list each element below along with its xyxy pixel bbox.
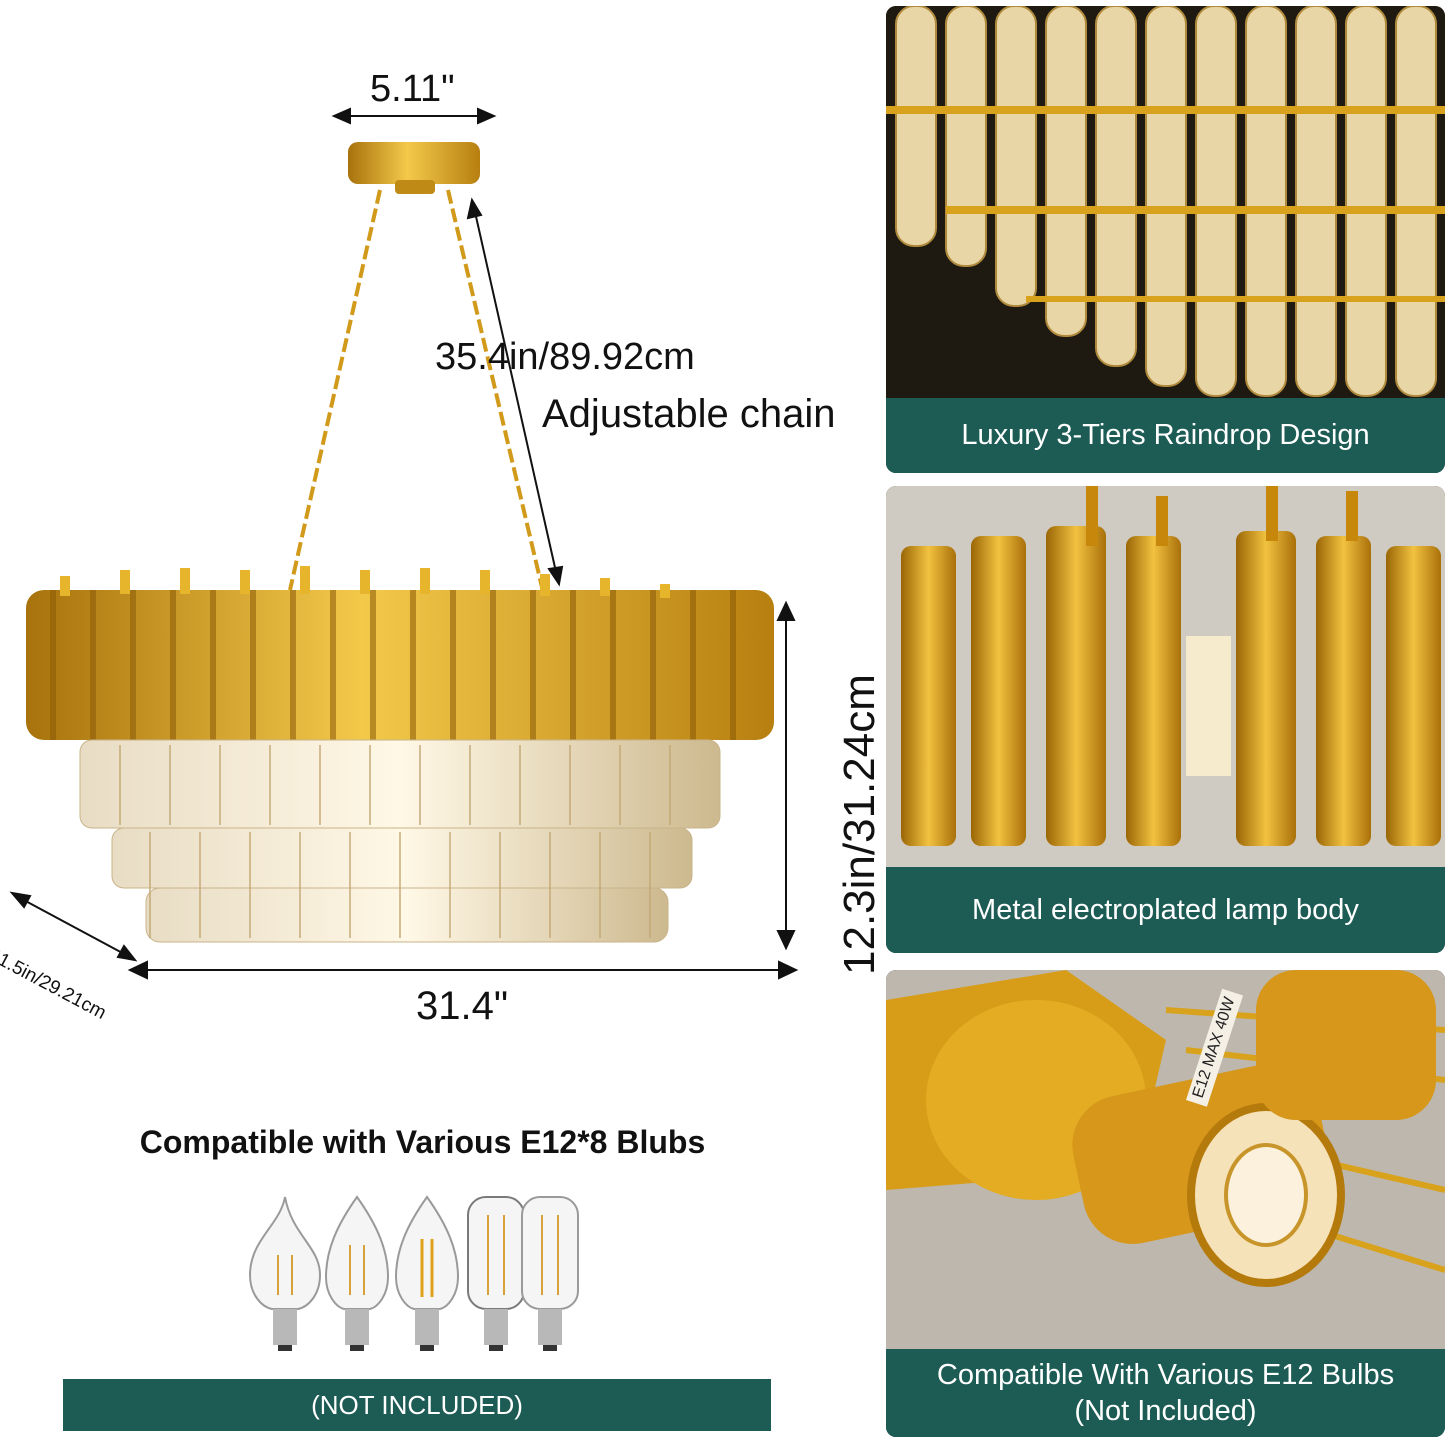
tubular-bulb-icon — [521, 1196, 579, 1351]
chandelier-illustration — [9, 107, 799, 980]
candle-bulb-icon — [394, 1195, 460, 1351]
lamp-body-photo — [886, 486, 1445, 867]
socket-detail-panel: Compatible With Various E12 Bulbs (Not I… — [886, 970, 1445, 1437]
panel-3-caption: Compatible With Various E12 Bulbs (Not I… — [886, 1349, 1445, 1437]
canopy-dimension-arrow — [331, 107, 497, 125]
candle-bulb-icon — [324, 1195, 390, 1351]
height-dimension-arrow — [776, 600, 796, 951]
canopy-width-label: 5.11" — [370, 68, 455, 110]
lamp-body-panel: Metal electroplated lamp body — [886, 486, 1445, 953]
panel-3-caption-line2: (Not Included) — [1074, 1395, 1257, 1427]
not-included-banner: (NOT INCLUDED) — [63, 1379, 771, 1431]
tubular-bulb-icon — [467, 1196, 525, 1351]
panel-2-caption: Metal electroplated lamp body — [886, 867, 1445, 953]
chain-length-label: 35.4in/89.92cm — [435, 336, 695, 378]
panel-1-caption: Luxury 3-Tiers Raindrop Design — [886, 398, 1445, 473]
width-label: 31.4" — [416, 984, 509, 1028]
hanging-chains — [288, 189, 547, 601]
chain-note-label: Adjustable chain — [542, 392, 836, 436]
depth-dimension-arrow — [9, 891, 138, 962]
width-dimension-arrow — [127, 960, 799, 980]
crystal-detail-panel: Luxury 3-Tiers Raindrop Design — [886, 6, 1445, 473]
bulbs-heading: Compatible with Various E12*8 Blubs — [139, 1124, 706, 1160]
flame-tip-bulb-icon — [248, 1196, 322, 1351]
gold-tube-band — [26, 566, 774, 740]
panel-3-caption-line1: Compatible With Various E12 Bulbs — [936, 1358, 1395, 1391]
chain-dimension-arrow — [466, 197, 564, 587]
socket-photo — [886, 970, 1445, 1349]
bulb-row — [248, 1195, 579, 1351]
ceiling-canopy — [348, 142, 480, 194]
height-label: 12.3in/31.24cm — [835, 674, 884, 975]
crystal-photo — [886, 6, 1445, 406]
crystal-tiers — [79, 739, 721, 943]
